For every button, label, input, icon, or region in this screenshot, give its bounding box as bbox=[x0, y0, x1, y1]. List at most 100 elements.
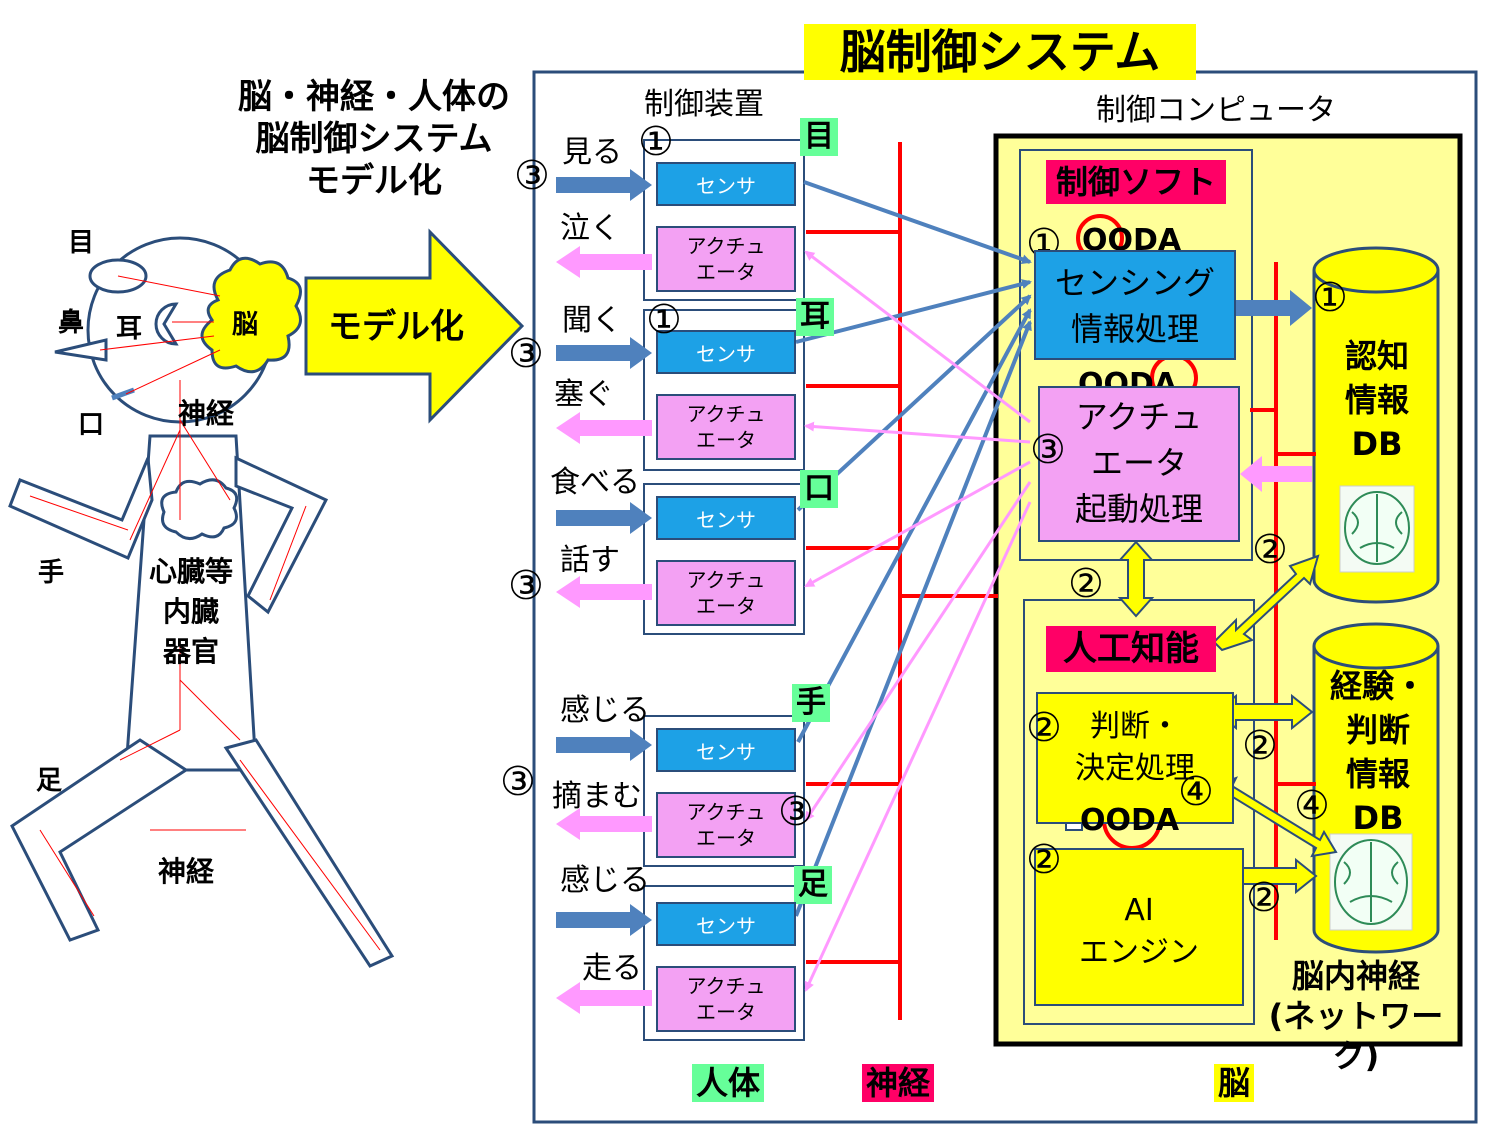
organs-line-1: 心臓等 bbox=[148, 555, 233, 588]
sense-hear: 聞く bbox=[562, 303, 622, 338]
cognitive-db-line-1: 認知 bbox=[1344, 337, 1409, 375]
actuator-mouth-line-1: アクチュ bbox=[686, 568, 766, 592]
judge-box: 判断・ 決定処理 bbox=[1036, 692, 1234, 824]
judge-line-2: 決定処理 bbox=[1075, 751, 1195, 786]
bottom-label-nerve: 神経 bbox=[862, 1064, 935, 1102]
marker-2-software-ai: ② bbox=[1068, 561, 1104, 607]
sense-input-arrows bbox=[556, 169, 1312, 936]
marker-4-judge: ④ bbox=[1178, 769, 1214, 815]
bottom-label-brain: 脳 bbox=[1214, 1064, 1255, 1102]
model-title-line-3: モデル化 bbox=[306, 161, 442, 201]
marker-1-db: ① bbox=[1312, 275, 1348, 321]
right-arm-shape bbox=[234, 455, 329, 615]
eye-label: 目 bbox=[68, 228, 95, 258]
software-title: 制御ソフト bbox=[1046, 160, 1226, 204]
brain-label: 脳 bbox=[232, 310, 259, 340]
actuator-signal-lines bbox=[804, 250, 1032, 992]
marker-3-actuator-proc: ③ bbox=[1030, 427, 1066, 473]
cognitive-db-line-2: 情報 bbox=[1344, 381, 1409, 419]
cognitive-db-line-3: DB bbox=[1351, 425, 1403, 463]
actuator-proc-line-3: 起動処理 bbox=[1074, 490, 1203, 528]
sensing-line-2: 情報処理 bbox=[1070, 310, 1199, 348]
nose-shape bbox=[54, 338, 108, 362]
sense-speak: 話す bbox=[560, 543, 620, 578]
actuator-proc-line-1: アクチュ bbox=[1075, 398, 1203, 436]
ear-label: 耳 bbox=[116, 314, 143, 344]
actuator-foot: アクチュエータ bbox=[656, 966, 796, 1032]
head-nerve-label: 神経 bbox=[178, 397, 235, 430]
actuator-eye-line-2: エータ bbox=[696, 260, 756, 284]
experience-db-line-2: 判断 bbox=[1345, 711, 1410, 749]
actuator-process-box: アクチュ エータ 起動処理 bbox=[1038, 386, 1240, 542]
model-title: 脳・神経・人体の 脳制御システム モデル化 bbox=[226, 76, 522, 202]
model-arrow-shape bbox=[304, 228, 525, 424]
experience-db-line-3: 情報 bbox=[1345, 755, 1410, 793]
actuator-hand-line-2: エータ bbox=[696, 826, 756, 850]
foot-label: 足 bbox=[36, 766, 63, 796]
brain-image-2 bbox=[1329, 833, 1413, 931]
sensor-foot: センサ bbox=[656, 902, 796, 946]
control-device-title: 制御装置 bbox=[644, 87, 764, 122]
model-title-line-2: 脳制御システム bbox=[255, 119, 493, 159]
sensor-mouth-label: センサ bbox=[696, 507, 756, 532]
mouth-shape bbox=[111, 387, 135, 401]
sensor-ear: センサ bbox=[656, 330, 796, 374]
engine-line-1: AI bbox=[1124, 893, 1154, 928]
brain-cloud bbox=[200, 256, 302, 374]
marker-2-judge: ② bbox=[1026, 705, 1062, 751]
tag-hand: 手 bbox=[792, 684, 830, 722]
marker-1-see: ① bbox=[638, 119, 674, 165]
model-arrow-label: モデル化 bbox=[328, 307, 464, 347]
sensor-foot-label: センサ bbox=[696, 913, 756, 938]
ear-shape bbox=[154, 302, 179, 346]
sense-feel-foot: 感じる bbox=[560, 863, 650, 898]
marker-3-pinch-left: ③ bbox=[500, 759, 536, 805]
system-title: 脳制御システム bbox=[804, 24, 1196, 80]
actuator-eye: アクチュエータ bbox=[656, 226, 796, 292]
brain-image-1 bbox=[1339, 485, 1415, 573]
engine-line-2: エンジン bbox=[1079, 935, 1199, 970]
network-line-2: (ネットワーク) bbox=[1268, 997, 1444, 1075]
ai-title: 人工知能 bbox=[1046, 626, 1216, 672]
sense-run: 走る bbox=[582, 951, 642, 986]
tag-mouth: 口 bbox=[800, 470, 838, 508]
actuator-ear: アクチュエータ bbox=[656, 394, 796, 460]
actuator-hand: アクチュエータ bbox=[656, 792, 796, 858]
actuator-hand-line-1: アクチュ bbox=[686, 800, 766, 824]
sense-see: 見る bbox=[562, 135, 622, 170]
marker-2-engine: ② bbox=[1026, 837, 1062, 883]
sense-eat: 食べる bbox=[550, 465, 640, 500]
marker-3-pinch-right: ③ bbox=[778, 789, 814, 835]
actuator-foot-line-2: エータ bbox=[696, 1000, 756, 1024]
judge-line-1: 判断・ bbox=[1090, 709, 1180, 744]
organs-label: 心臓等 内臓 器官 bbox=[136, 552, 246, 672]
device-groups bbox=[643, 139, 805, 1041]
body-nerve-lines bbox=[29, 275, 381, 951]
sensor-hand: センサ bbox=[656, 728, 796, 772]
sense-feel-hand: 感じる bbox=[560, 693, 650, 728]
actuator-output-arrows bbox=[556, 246, 1312, 1014]
sensor-eye: センサ bbox=[656, 162, 796, 206]
actuator-mouth: アクチュエータ bbox=[656, 560, 796, 626]
actuator-foot-line-1: アクチュ bbox=[686, 974, 766, 998]
organs-line-2: 内臓 bbox=[162, 595, 219, 628]
marker-3-hear: ③ bbox=[508, 331, 544, 377]
marker-3-speak: ③ bbox=[508, 563, 544, 609]
sensor-ear-label: センサ bbox=[696, 341, 756, 366]
left-arm-shape bbox=[8, 457, 154, 560]
tag-ear: 耳 bbox=[796, 298, 834, 336]
sensing-process-box: センシング 情報処理 bbox=[1034, 250, 1236, 360]
experience-db-line-4: DB bbox=[1352, 799, 1404, 837]
tag-eye: 目 bbox=[800, 118, 838, 156]
bottom-label-body: 人体 bbox=[692, 1064, 765, 1102]
leg-nerve-label: 神経 bbox=[158, 855, 215, 888]
sensor-eye-label: センサ bbox=[696, 173, 756, 198]
sensing-line-1: センシング bbox=[1054, 264, 1215, 302]
network-line-1: 脳内神経 bbox=[1291, 957, 1420, 995]
sensor-mouth: センサ bbox=[656, 496, 796, 540]
ooda-judge: OODA bbox=[1080, 803, 1180, 838]
experience-db-label: 経験・ 判断 情報 DB bbox=[1316, 664, 1440, 840]
mouth-label: 口 bbox=[78, 410, 105, 440]
left-leg-shape bbox=[10, 738, 189, 942]
actuator-eye-line-1: アクチュ bbox=[686, 234, 766, 258]
